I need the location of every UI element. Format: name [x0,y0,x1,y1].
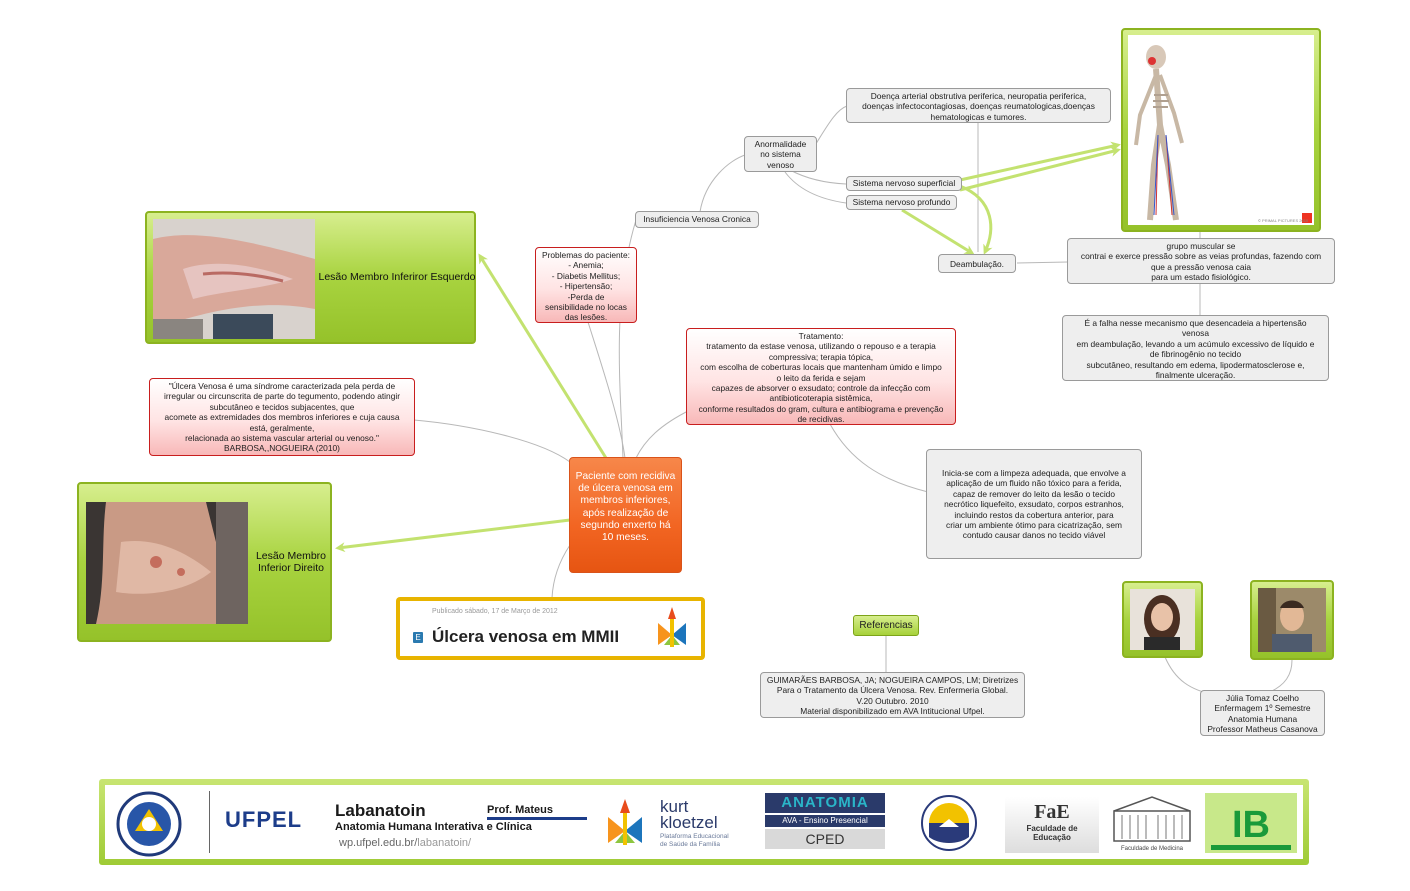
arrow-central-lesao-direito [335,518,571,553]
caption-lesao-direito: Lesão Membro Inferior Direito [255,550,327,574]
link-anormalidade-profundo [784,171,847,204]
footer-medicina: Faculdade de Medicina [1120,846,1184,852]
central-topic[interactable]: Paciente com recidiva de úlcera venosa e… [569,457,682,573]
node-insuficiencia[interactable]: Insuficiencia Venosa Cronica [635,211,759,228]
footer-ib: IB [1232,804,1270,846]
link-anormalidade-doenca [811,105,848,151]
matheus-portrait [1258,588,1326,652]
link-central-tratamento [635,409,691,459]
image-skeleton[interactable]: © PRIMAL PICTURES 2010 [1121,28,1321,232]
footer-banner: UFPEL Labanatoin Prof. Mateus Anatomia H… [99,779,1309,865]
arrow-superficial-deambulacao [959,184,993,255]
leg-left-photo [153,219,315,339]
footer-prof: Prof. Mateus [487,804,554,816]
footer-cped: CPED [765,829,885,849]
node-doenca[interactable]: Doença arterial obstrutiva periferica, n… [846,88,1111,123]
arrow-superficial-skeleton-2 [959,146,1121,192]
skeleton-credit: © PRIMAL PICTURES 2010 [1258,218,1309,223]
julia-portrait [1130,589,1195,650]
footer-kloetzel: kloetzel [660,813,718,832]
caption-lesao-esquerdo: Lesão Membro Inferiror Esquerdo [318,271,476,283]
image-julia[interactable] [1122,581,1203,658]
node-limpeza[interactable]: Inicia-se com a limpeza adequada, que en… [926,449,1142,559]
link-tratamento-limpeza [829,423,929,493]
footer-url[interactable]: wp.ufpel.edu.br/labanatoin/ [339,837,471,849]
leg-right-photo [86,502,248,624]
footer-ufpel: UFPEL [225,807,303,832]
leg-left-wound [153,219,315,339]
faculdade-medicina-building-icon [1113,796,1191,842]
node-grupo-muscular[interactable]: grupo muscular se contrai e exerce press… [1067,238,1335,284]
image-lesao-esquerdo[interactable]: Lesão Membro Inferiror Esquerdo [145,211,476,344]
footer-ib-logo: IB [1205,793,1297,853]
node-definicao[interactable]: "Úlcera Venosa é uma síndrome caracteriz… [149,378,415,456]
blog-card[interactable]: Publicado sábado, 17 de Março de 2012 E … [396,597,705,660]
ufpel-seal-icon [116,791,182,857]
node-referencia-texto[interactable]: GUIMARÃES BARBOSA, JA; NOGUEIRA CAMPOS, … [760,672,1025,718]
skeleton-figure: © PRIMAL PICTURES 2010 [1134,45,1312,223]
footer-fae-logo: FaE Faculdade de Educação [1005,797,1099,853]
link-central-definicao [413,419,571,463]
footer-fae-text: Faculdade de Educação [1026,824,1078,842]
kurt-kloetzel-logo-small [658,607,686,647]
link-central-blog [551,544,571,599]
blog-title[interactable]: Úlcera venosa em MMII [432,627,620,646]
institution-seal-icon [921,795,977,851]
node-autores[interactable]: Júlia Tomaz Coelho Enfermagem 1º Semestr… [1200,690,1325,736]
arrow-central-lesao-esquerdo [478,253,608,459]
kurt-kloetzel-logo [608,799,642,845]
ib-logo-icon: IB [1211,804,1291,850]
blog-date: Publicado sábado, 17 de Março de 2012 [432,608,558,615]
link-deambulacao-grupo [1016,261,1069,264]
image-lesao-direito[interactable]: Lesão Membro Inferior Direito [77,482,332,642]
node-sistema-superficial[interactable]: Sistema nervoso superficial [846,176,962,191]
link-central-problemas [587,321,626,459]
node-anormalidade[interactable]: Anormalidade no sistema venoso [744,136,817,172]
footer-labanatoin: Labanatoin [335,801,426,820]
footer-fae-mark: FaE [1034,801,1070,823]
link-anormalidade-superficial [789,169,847,185]
footer-ava: AVA - Ensino Presencial [765,815,885,827]
footer-url-suffix: labanatoin/ [417,837,472,849]
julia-photo [1130,589,1195,650]
node-deambulacao[interactable]: Deambulação. [938,254,1016,273]
arrow-superficial-skeleton [959,141,1121,182]
footer-rule [487,817,587,820]
footer-kurt-sub: Plataforma Educacional de Saúde da Famíl… [660,833,729,848]
leg-right-wound [86,502,248,624]
node-tratamento[interactable]: Tratamento: tratamento da estase venosa,… [686,328,956,425]
central-topic-text: Paciente com recidiva de úlcera venosa e… [575,471,676,544]
footer-url-prefix: wp.ufpel.edu.br/ [339,837,418,849]
link-foto2-autores [1269,659,1293,693]
blog-badge: E [413,632,423,643]
footer-anatomia: ANATOMIA [765,793,885,813]
node-problemas[interactable]: Problemas do paciente: - Anemia; - Diabe… [535,247,637,323]
node-falha-mecanismo[interactable]: É a falha nesse mecanismo que desencadei… [1062,315,1329,381]
matheus-photo [1258,588,1326,652]
node-referencias[interactable]: Referencias [853,615,919,636]
link-insuficiencia-anormalidade [699,154,746,213]
footer-kurt: kurt [660,797,689,816]
arrow-profundo-deambulacao [901,208,975,255]
skeleton-photo: © PRIMAL PICTURES 2010 [1128,35,1314,225]
image-matheus[interactable] [1250,580,1334,660]
node-sistema-profundo[interactable]: Sistema nervoso profundo [846,195,957,210]
footer-subtitle: Anatomia Humana Interativa e Clínica [335,821,532,833]
